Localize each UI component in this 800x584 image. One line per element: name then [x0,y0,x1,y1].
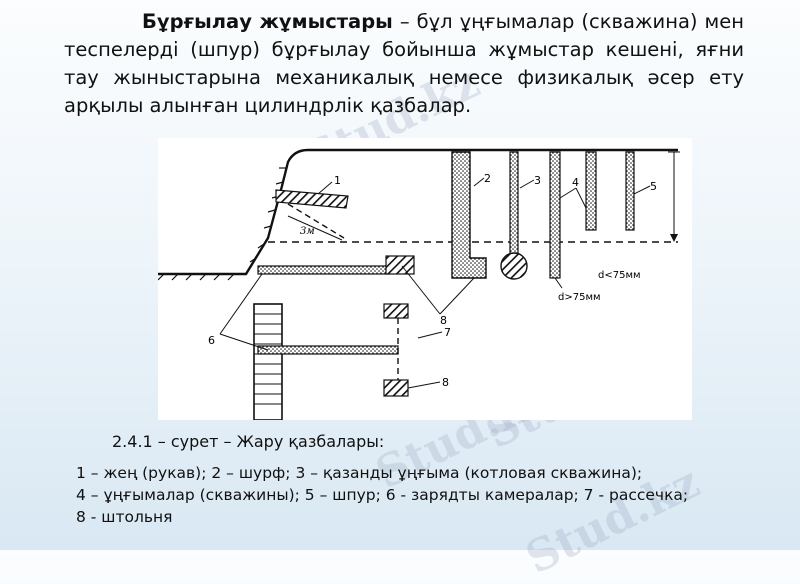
adit-block-upper [383,303,409,319]
label-3m: 3м [300,226,315,237]
blasting-diagram: 3м 1 2 3 4 d>75мм 5 d<75мм [157,138,692,421]
label-8a: 8 [440,314,447,327]
ground-hatch [157,167,286,281]
intro-text: – бұл ұңғымалар (скважина) мен теспелерд… [64,10,744,117]
pit-shurf [451,151,487,279]
adit-block-lower [383,379,409,397]
borehole-b [585,151,597,231]
sleeve-extension [287,203,345,239]
shpur [625,151,635,231]
ground-surface [158,148,678,276]
legend-line: 1 – жең (рукав); 2 – шурф; 3 – қазанды ұ… [76,464,643,482]
borehole-a [549,151,561,279]
legend-line: 4 – ұңғымалар (скважины); 5 – шпур; 6 - … [76,486,689,504]
label-2: 2 [484,172,491,185]
label-1: 1 [334,174,341,187]
label-6: 6 [208,334,215,347]
figure-legend: 1 – жең (рукав); 2 – шурф; 3 – қазанды ұ… [76,462,688,528]
label-d-small: d<75мм [598,270,641,281]
charge-chamber-top [257,265,389,275]
label-3: 3 [534,174,541,187]
label-8b: 8 [442,376,449,389]
label-7: 7 [444,326,451,339]
figure-caption: 2.4.1 – сурет – Жару қазбалары: [112,432,385,451]
chamber-borehole [509,151,519,257]
label-5: 5 [650,180,657,193]
legend-line: 8 - штольня [76,508,173,526]
adit-wall [253,303,283,421]
label-4: 4 [572,176,579,189]
label-d-large: d>75мм [558,292,601,303]
charge-chamber-block [385,255,415,275]
intro-paragraph: Бұрғылау жұмыстары – бұл ұңғымалар (сква… [64,8,744,120]
dim-line [287,215,343,241]
diagram-svg: 3м 1 2 3 4 d>75мм 5 d<75мм [157,148,680,421]
drift-rassechka [257,345,399,355]
intro-term: Бұрғылау жұмыстары [142,10,393,33]
borehole-chamber [500,252,528,280]
adit-wall-ticks [254,313,282,405]
sleeve-rukav [275,189,349,209]
